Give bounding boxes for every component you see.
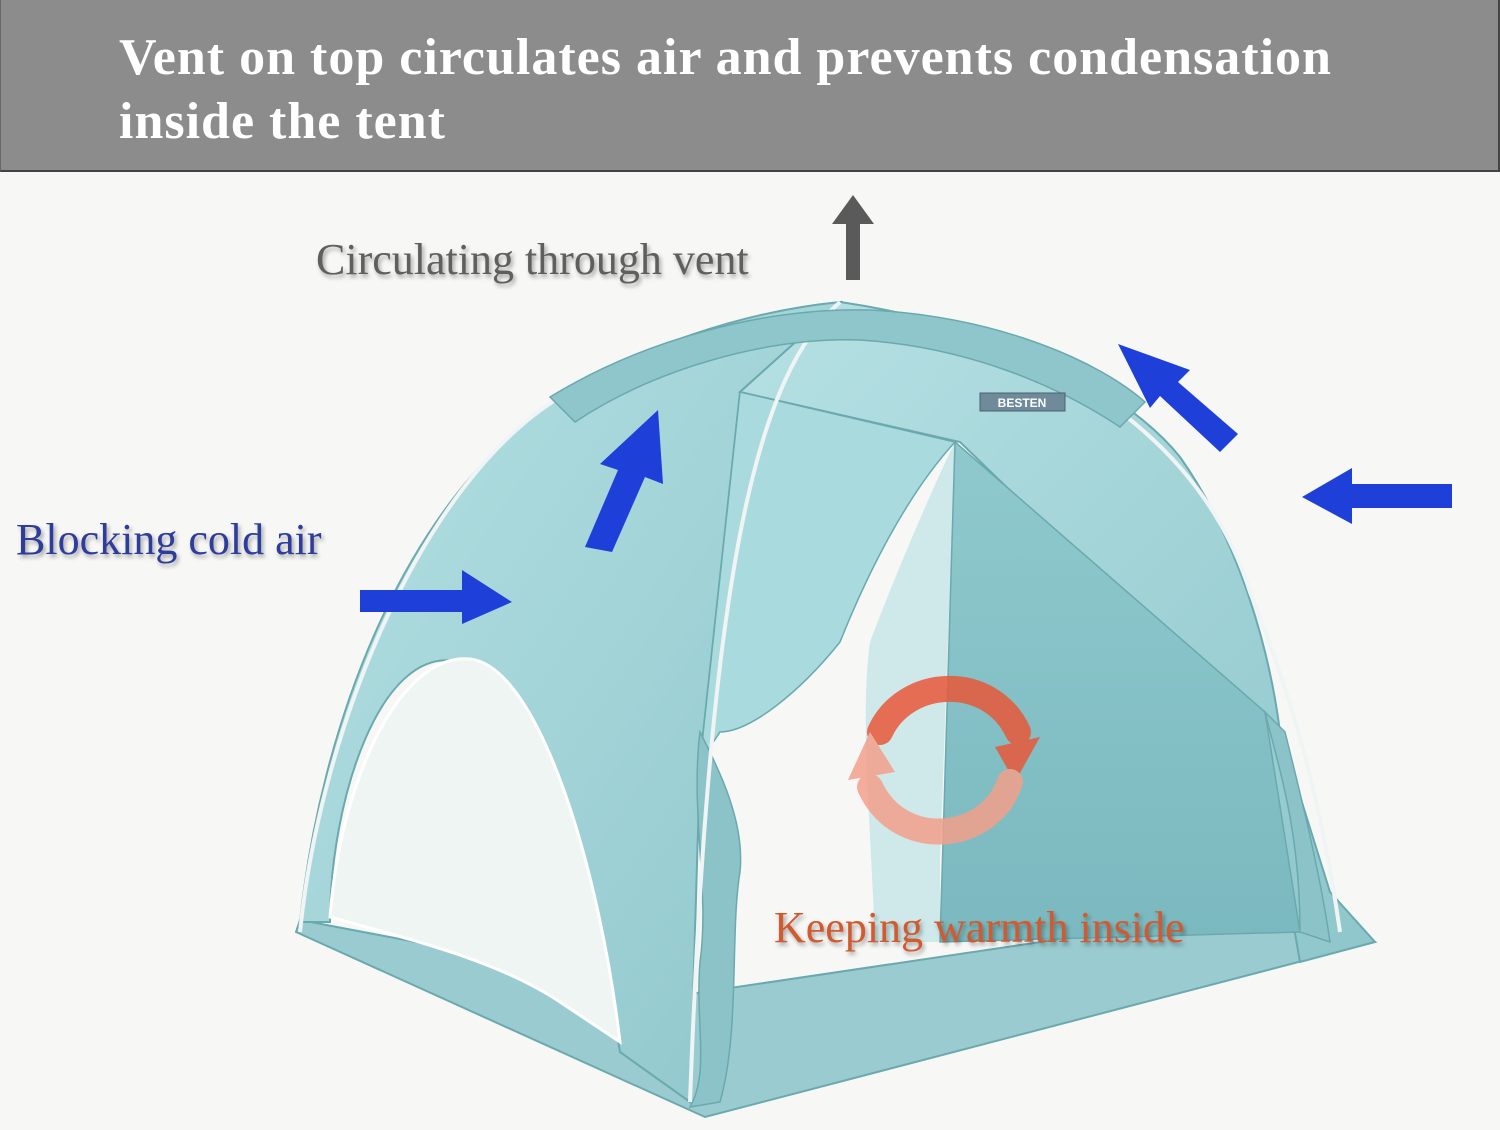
tent-pole-left bbox=[298, 395, 562, 933]
cold-air-arrow-left bbox=[360, 570, 512, 624]
banner-title: Vent on top circulates air and prevents … bbox=[119, 29, 1332, 150]
cold-air-label: Blocking cold air bbox=[16, 515, 322, 564]
tent-illustration: BESTEN bbox=[294, 195, 1452, 1119]
tent-logo-patch bbox=[979, 392, 1066, 412]
cold-air-arrow-up-left bbox=[585, 410, 663, 552]
cold-air-arrow-up-right bbox=[1118, 344, 1238, 452]
right-curtain-fold bbox=[1263, 709, 1331, 944]
warm-circulation-arrow bbox=[848, 675, 1040, 845]
banner: Vent on top circulates air and prevents … bbox=[0, 0, 1500, 172]
vent-arrow bbox=[832, 195, 874, 280]
vent-label: Circulating through vent bbox=[316, 235, 749, 284]
tent-left-door bbox=[328, 657, 622, 1046]
tent-logo-text: BESTEN bbox=[998, 396, 1047, 410]
tent-vent-band bbox=[548, 309, 1147, 428]
left-curtain bbox=[699, 391, 957, 763]
tent-scene: BESTEN Circulating through vent Blocking… bbox=[0, 172, 1500, 1125]
cold-air-arrow-right bbox=[1302, 468, 1452, 524]
warmth-label: Keeping warmth inside bbox=[774, 903, 1185, 952]
